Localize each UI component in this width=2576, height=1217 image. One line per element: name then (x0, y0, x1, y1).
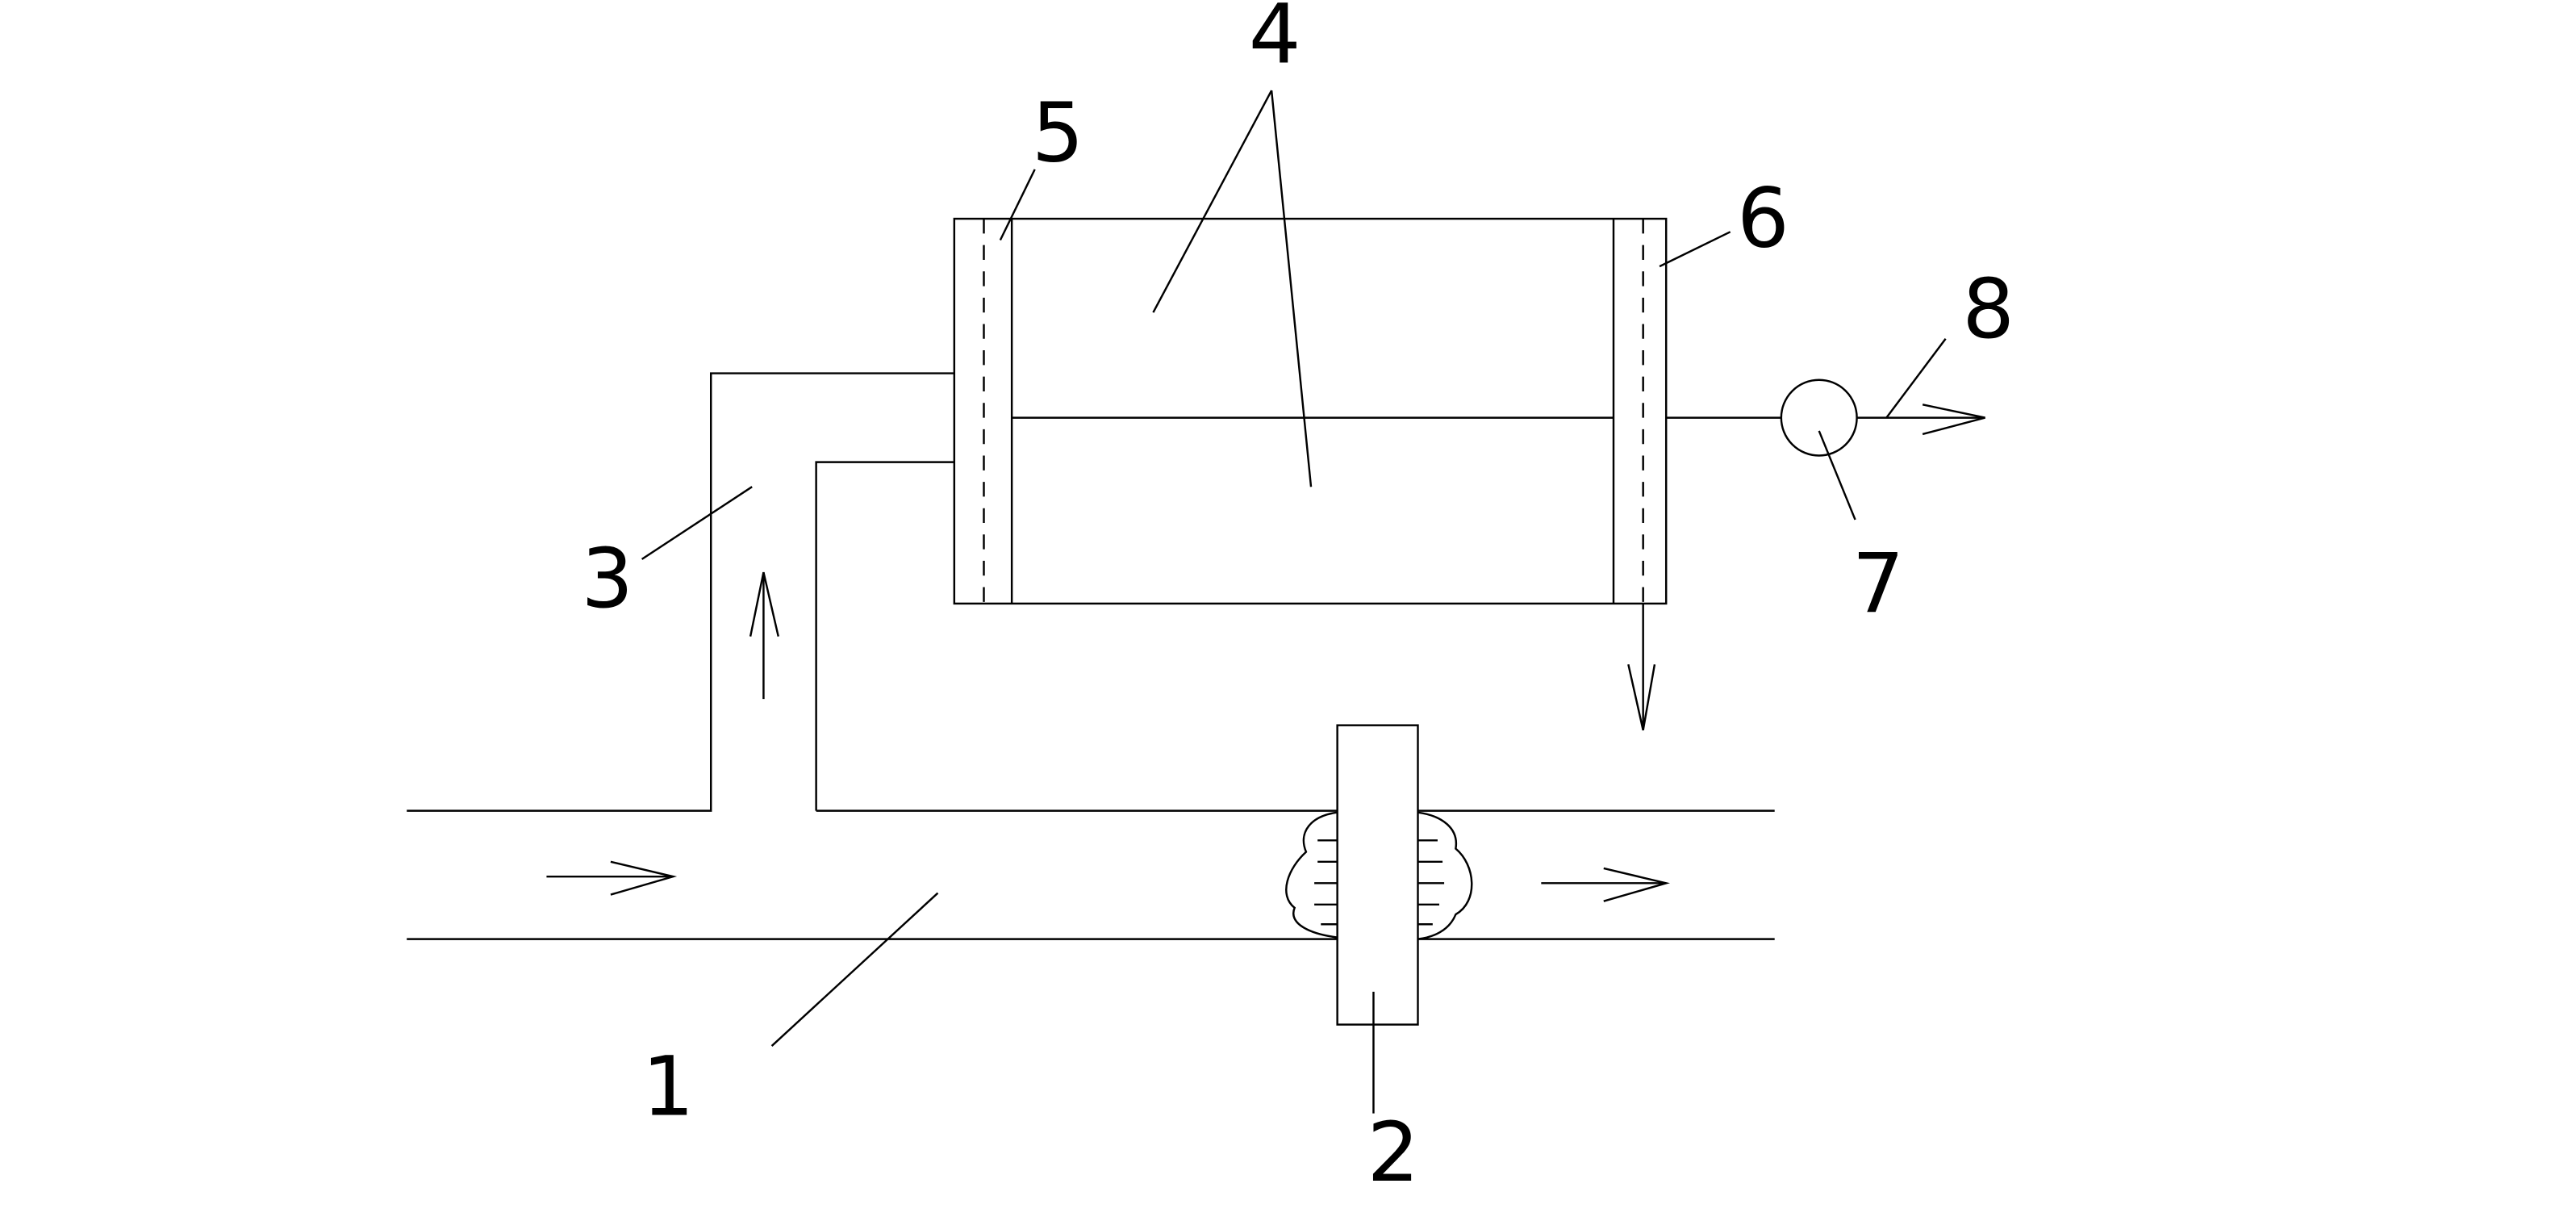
branch-pipe (815, 461, 954, 811)
label-5: 5 (1032, 86, 1084, 182)
up-arrow-icon (749, 571, 779, 700)
label-8: 8 (1962, 261, 2014, 358)
label-3: 3 (581, 531, 633, 627)
flow-arrow-icon (1541, 867, 1671, 902)
label-1: 1 (642, 1039, 695, 1135)
membrane-module (953, 217, 1668, 605)
leader-lines (641, 90, 1947, 1114)
label-7: 7 (1852, 536, 1905, 632)
label-2: 2 (1367, 1105, 1420, 1201)
label-6: 6 (1737, 171, 1789, 267)
label-4: 4 (1249, 0, 1301, 82)
outlet-arrow-icon (1922, 404, 1985, 436)
main-pipe (407, 372, 1775, 940)
pump-circle (1780, 378, 1858, 457)
device-2 (1285, 724, 1473, 1026)
drain-arrow-icon (1627, 603, 1656, 731)
flow-arrow-icon (546, 860, 678, 896)
outlet-line (1666, 378, 1985, 457)
